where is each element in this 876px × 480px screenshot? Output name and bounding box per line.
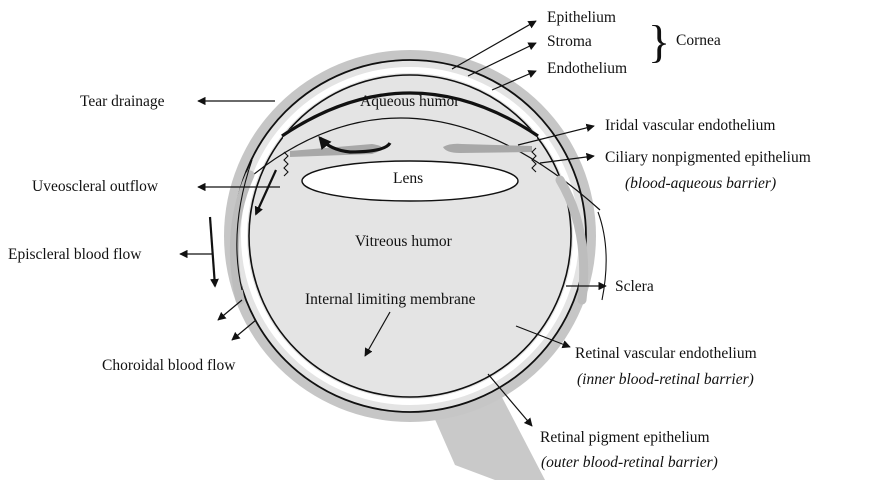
label-internal-limiting-membrane: Internal limiting membrane	[305, 291, 476, 308]
label-episcleral-blood-flow: Episcleral blood flow	[8, 246, 142, 263]
eye-globe	[210, 50, 606, 480]
label-retinal-pigment-epithelium: Retinal pigment epithelium	[540, 429, 710, 446]
label-vitreous-humor: Vitreous humor	[355, 233, 453, 250]
label-sclera: Sclera	[615, 278, 654, 295]
label-endothelium: Endothelium	[547, 60, 627, 77]
arrow-choroidal-a	[218, 300, 242, 320]
label-ciliary-nonpigmented-epithelium: Ciliary nonpigmented epithelium	[605, 149, 811, 166]
label-uveoscleral-outflow: Uveoscleral outflow	[32, 178, 159, 195]
label-blood-aqueous-barrier: (blood-aqueous barrier)	[625, 175, 776, 192]
label-lens: Lens	[393, 170, 423, 187]
arrow-epithelium	[452, 21, 536, 69]
episcleral-arrow	[210, 217, 215, 286]
label-inner-blood-retinal-barrier: (inner blood-retinal barrier)	[577, 371, 754, 388]
label-epithelium: Epithelium	[547, 9, 616, 26]
label-iridal-vascular-endothelium: Iridal vascular endothelium	[605, 117, 775, 134]
label-retinal-vascular-endothelium: Retinal vascular endothelium	[575, 345, 757, 362]
label-outer-blood-retinal-barrier: (outer blood-retinal barrier)	[541, 454, 718, 471]
right-sclera-line	[598, 212, 606, 300]
label-choroidal-blood-flow: Choroidal blood flow	[102, 357, 236, 374]
label-tear-drainage: Tear drainage	[80, 93, 165, 110]
label-stroma: Stroma	[547, 33, 592, 50]
cornea-brace: }	[648, 16, 670, 67]
arrow-stroma	[468, 43, 536, 76]
label-cornea: Cornea	[676, 32, 721, 49]
label-aqueous-humor: Aqueous humor	[360, 93, 460, 110]
